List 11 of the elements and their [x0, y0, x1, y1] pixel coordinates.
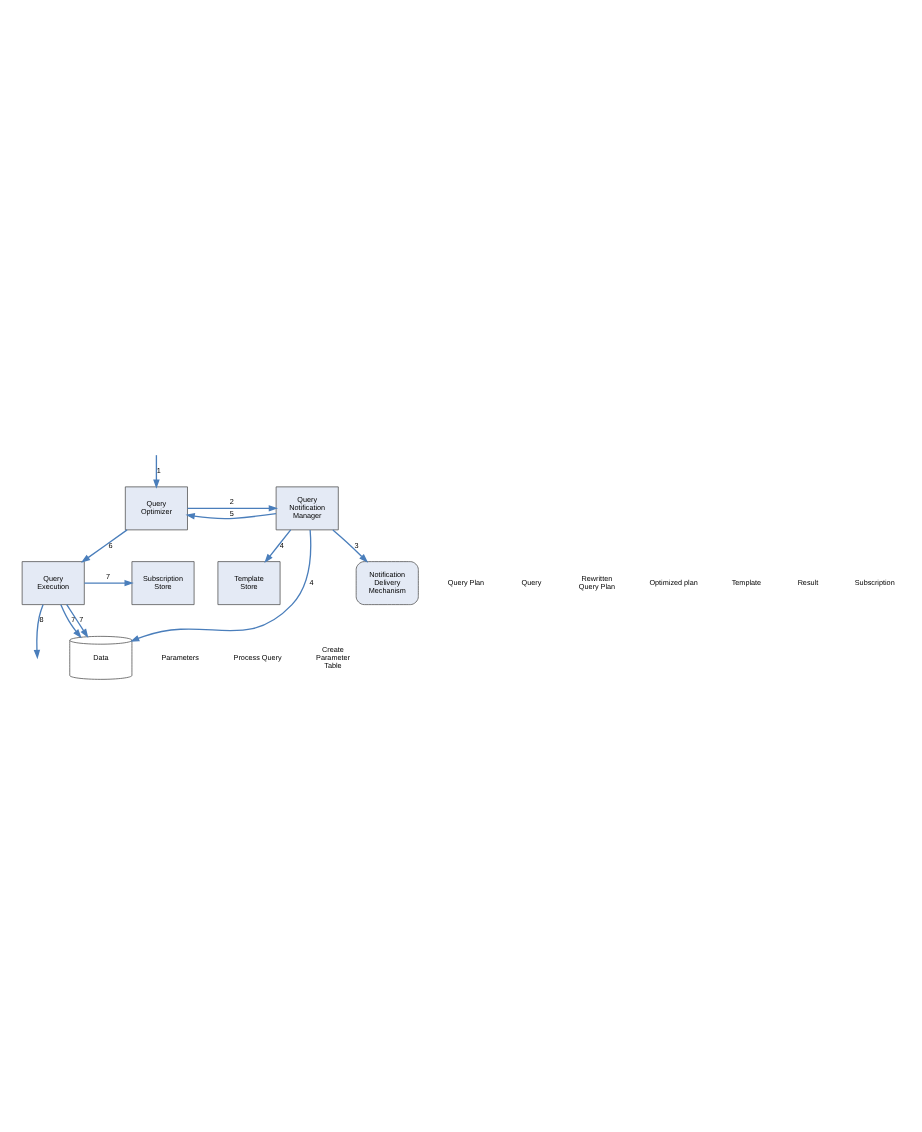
arrow [332, 528, 369, 562]
arrow [153, 453, 160, 488]
arrow [80, 528, 128, 562]
arrow [66, 602, 89, 637]
arrow [83, 578, 134, 586]
arrow [187, 504, 278, 511]
arrow [185, 511, 277, 519]
arrow [33, 603, 44, 659]
arrow [264, 528, 292, 563]
arrow [60, 603, 82, 638]
arrow [130, 528, 312, 641]
